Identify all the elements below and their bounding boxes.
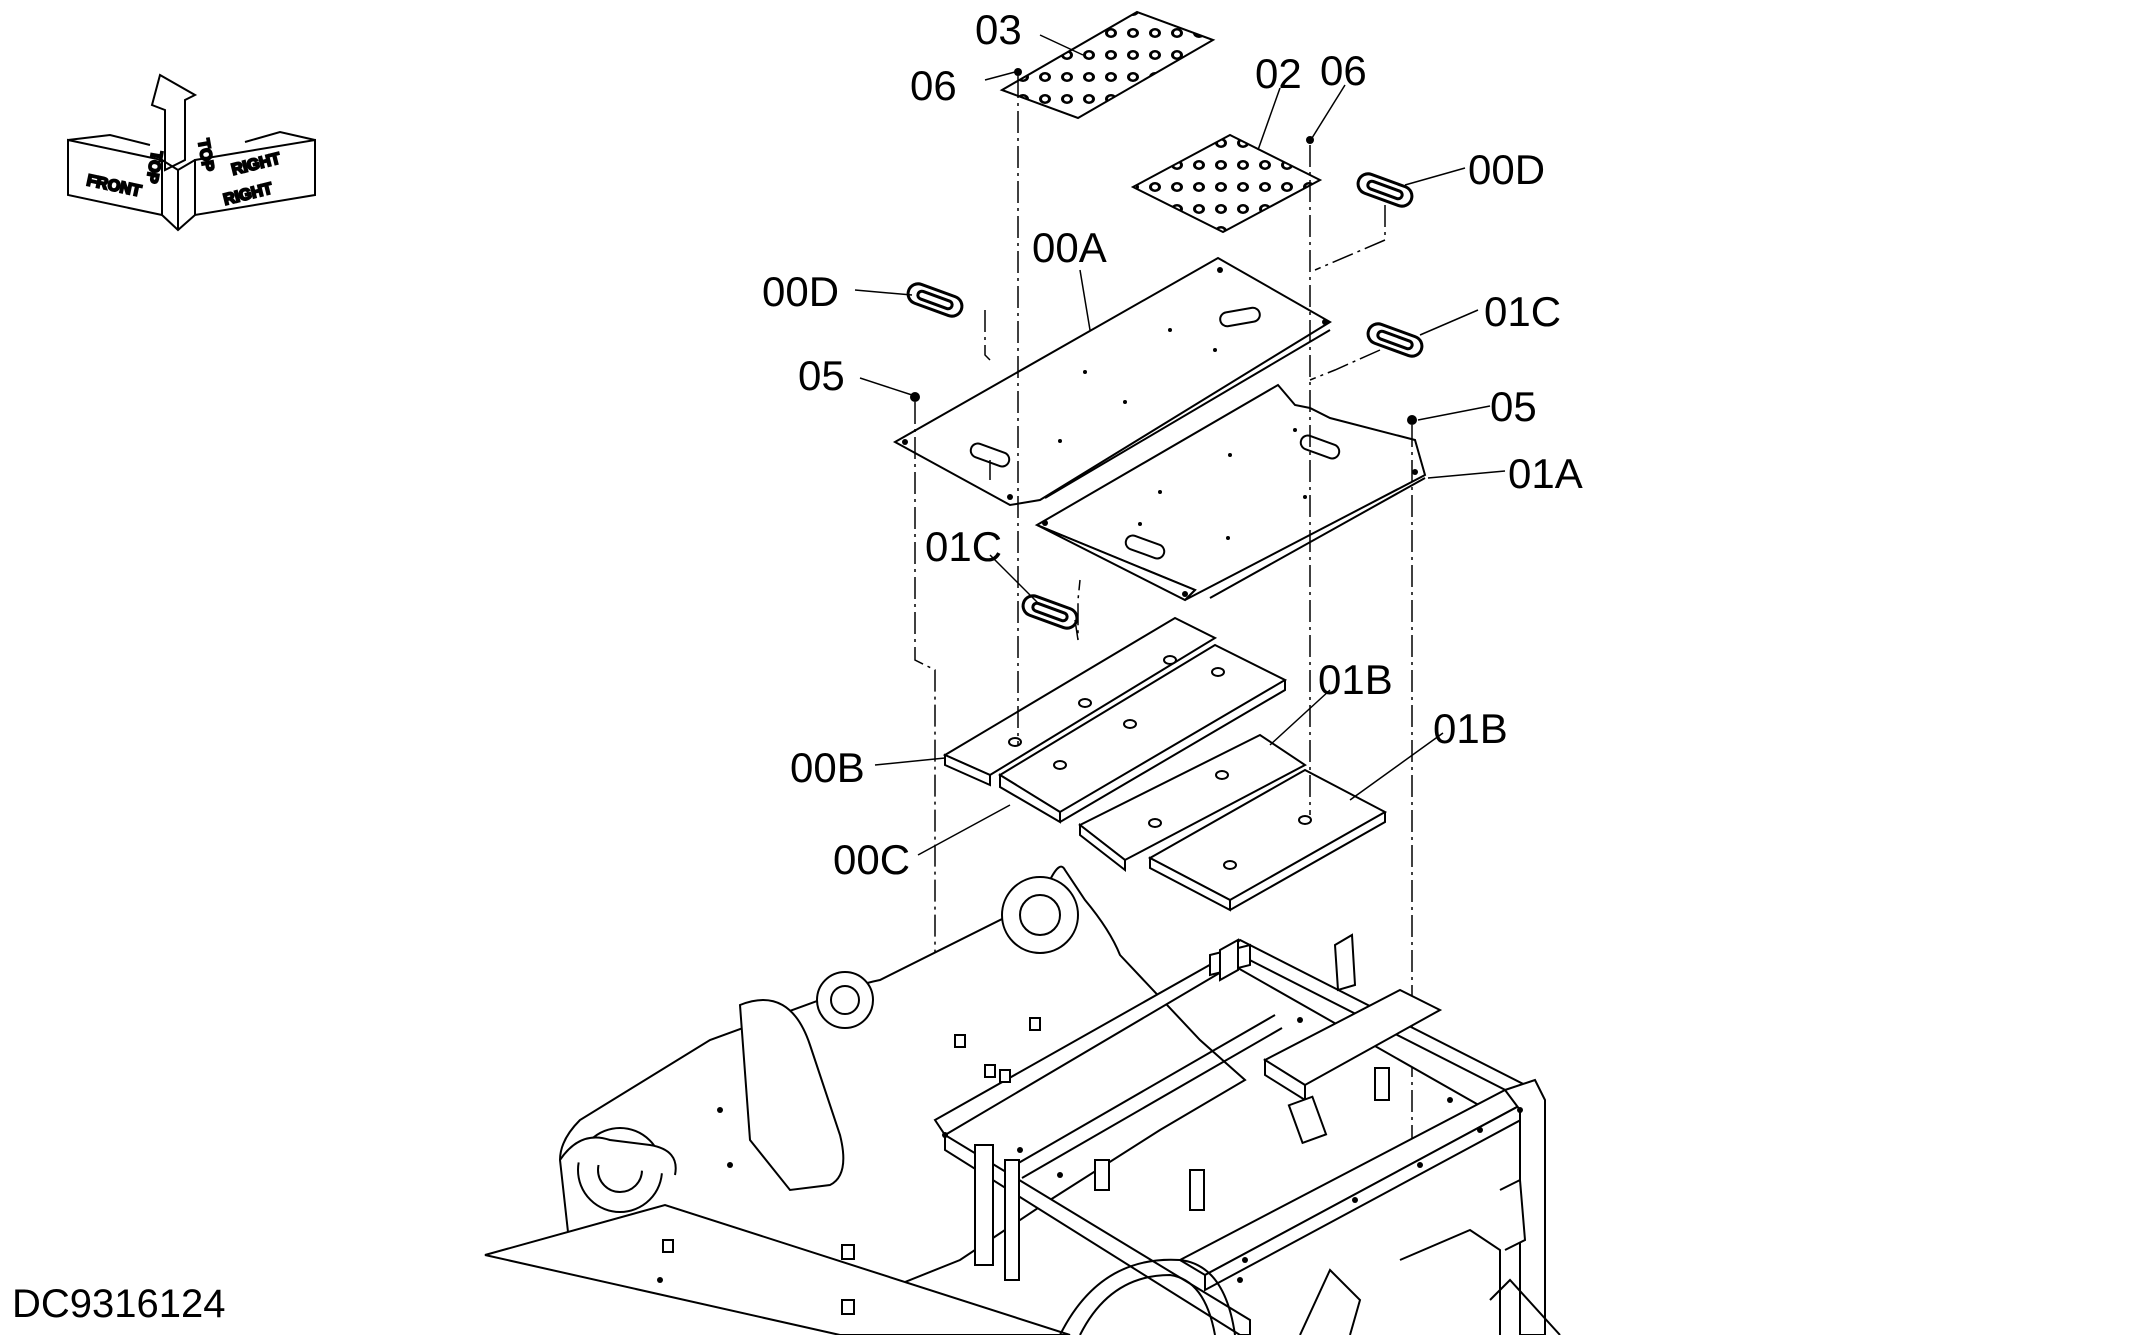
grommet-01C-left-icon [1021, 594, 1079, 630]
label-01C-left: 01C [925, 523, 1002, 570]
label-02: 02 [1255, 50, 1302, 97]
top-arrow-icon [150, 73, 198, 172]
label-00C: 00C [833, 836, 910, 883]
chassis-frame [484, 865, 1561, 1335]
drawing-code: DC9316124 [12, 1282, 226, 1326]
label-00B: 00B [790, 744, 865, 791]
label-05-left: 05 [798, 352, 845, 399]
label-01B-right: 01B [1433, 705, 1508, 752]
label-01B-upper: 01B [1318, 656, 1393, 703]
label-05-right: 05 [1490, 383, 1537, 430]
bolt-05-right-icon [1407, 415, 1417, 425]
label-01C-right: 01C [1484, 288, 1561, 335]
bolt-05-left-icon [910, 392, 920, 402]
orientation-indicator: FRONT TOP TOP RIGHT RIGHT [67, 73, 316, 232]
leader-lines [854, 34, 1506, 856]
pad-01B-a [1078, 733, 1307, 873]
grommet-00D-left-icon [906, 282, 964, 318]
cover-plate-00A [892, 256, 1332, 507]
label-00D-left: 00D [762, 268, 839, 315]
label-00D-right: 00D [1468, 146, 1545, 193]
grommets [906, 172, 1424, 630]
grommet-01C-right-icon [1366, 322, 1424, 358]
label-06-left: 06 [910, 62, 957, 109]
label-00A: 00A [1032, 224, 1107, 271]
label-01A: 01A [1508, 450, 1583, 497]
right-face-icon [194, 138, 316, 217]
perforated-plate-02 [1130, 133, 1323, 234]
grommet-00D-right-icon [1356, 172, 1414, 208]
bolts [910, 68, 1417, 425]
bolt-06-left-icon [1014, 68, 1022, 76]
perforated-plate-03 [999, 10, 1216, 120]
cover-plate-01A [1034, 383, 1427, 602]
frame-bolt-dots [657, 1017, 1523, 1283]
callout-labels: 03 06 02 06 00D 00A 00D 01C 05 05 01A 01… [762, 6, 1583, 883]
label-06-right: 06 [1320, 47, 1367, 94]
pad-00B [942, 616, 1218, 787]
label-03: 03 [975, 6, 1022, 53]
pad-01B-b [1147, 768, 1388, 912]
pad-00C [998, 643, 1288, 824]
